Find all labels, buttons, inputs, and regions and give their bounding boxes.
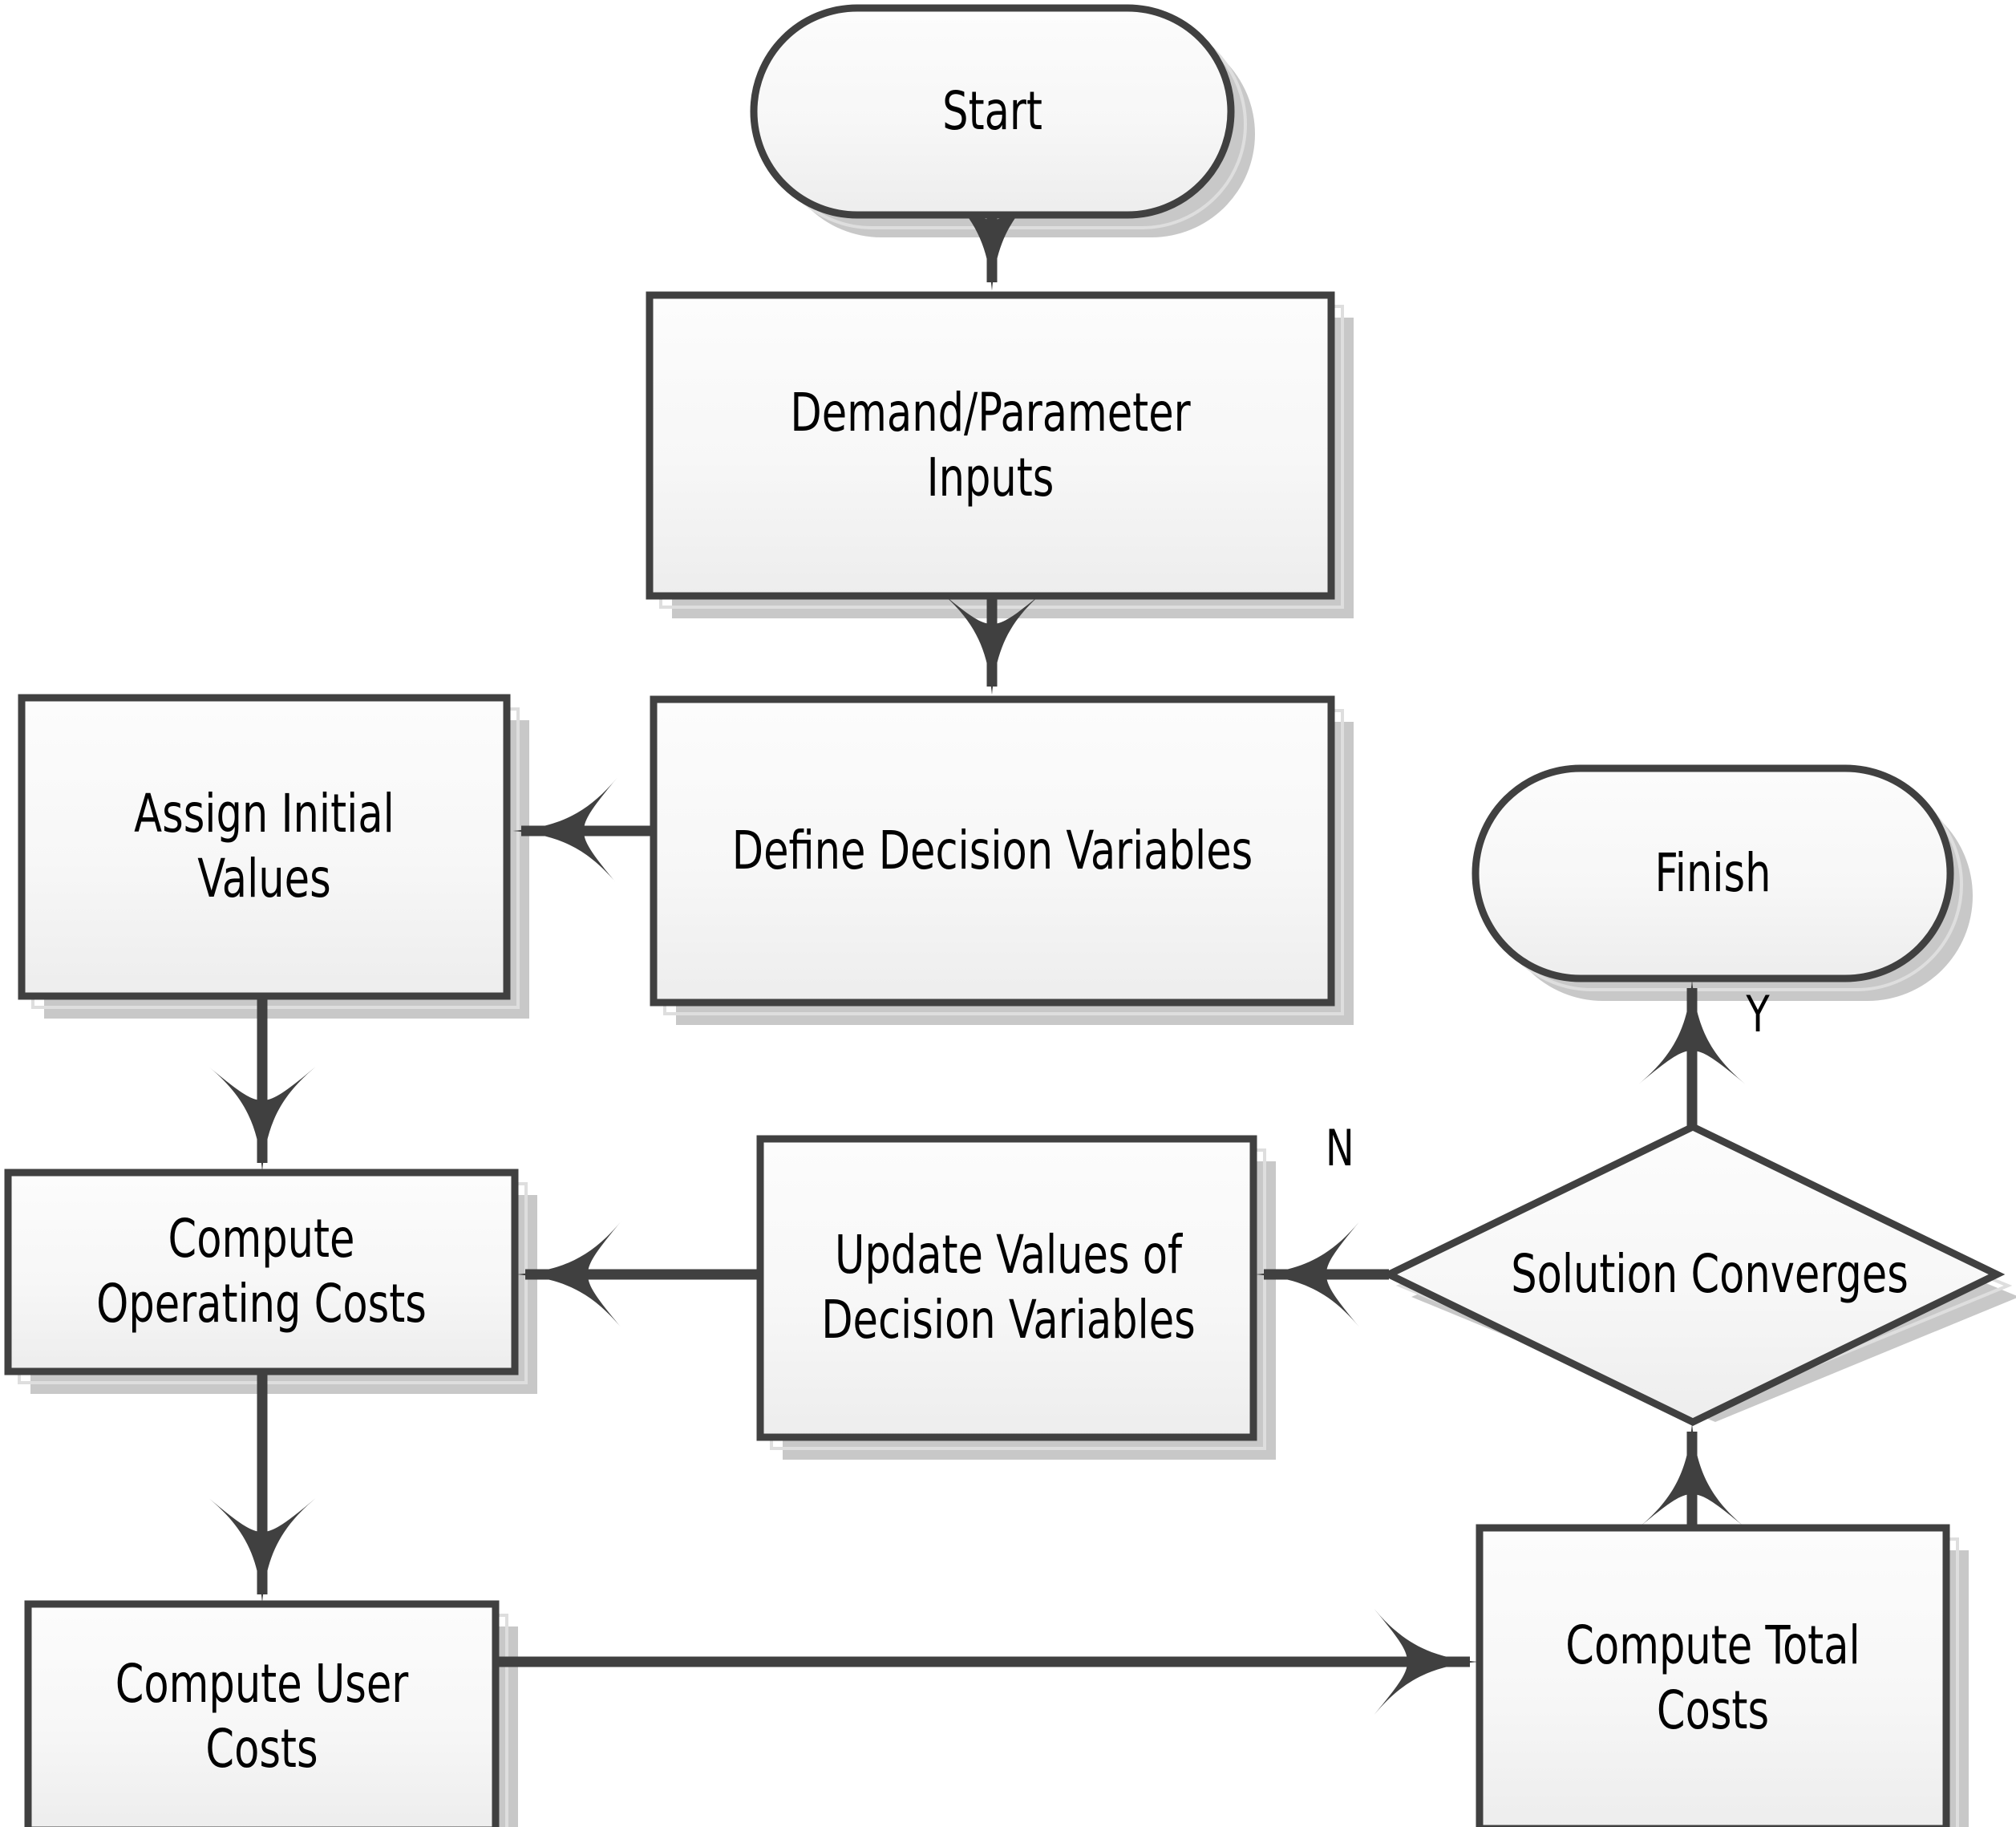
node-start-shape: [750, 4, 1235, 219]
node-converges-shape: [1380, 1122, 2006, 1427]
node-user-costs-shape: [24, 1600, 500, 1827]
edge-label-no: N: [1325, 1119, 1354, 1177]
node-finish-shape: [1472, 764, 1954, 982]
node-assign-initial-shape: [18, 694, 511, 1000]
node-inputs-shape: [646, 291, 1335, 600]
flow-connectors: [208, 186, 1746, 1716]
edge-label-yes: Y: [1746, 985, 1770, 1043]
node-define-vars-shape: [650, 695, 1335, 1007]
node-update-vars-shape: [756, 1135, 1257, 1441]
node-total-costs-shape: [1476, 1524, 1950, 1827]
node-operating-costs-shape: [4, 1169, 519, 1375]
node-shapes: [4, 4, 2006, 1827]
